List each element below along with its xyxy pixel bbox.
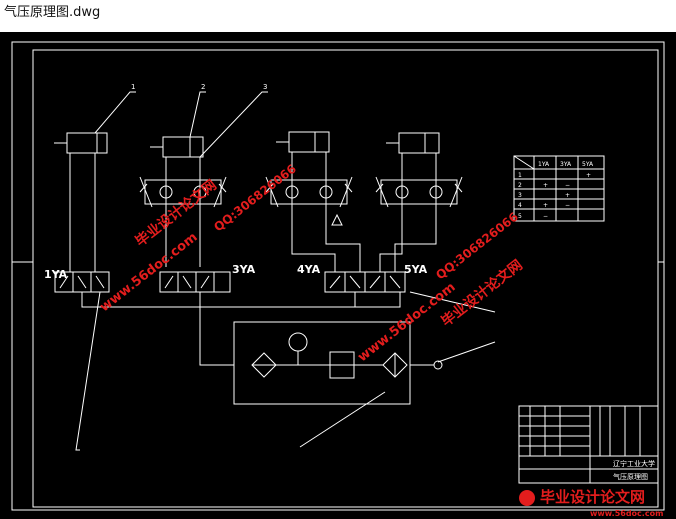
window-title: 气压原理图.dwg — [4, 5, 101, 20]
pneumatic-diagram: 1YA 3YA 4YA 5YA 1 2 3 1YA 3YA 5YA 1 + 2 … — [11, 41, 665, 518]
watermark-qq: QQ:306826066 — [211, 162, 299, 235]
table-row-label: 3 — [518, 192, 522, 199]
table-cell: + — [586, 172, 591, 179]
flow-control-valves — [139, 176, 463, 226]
table-header-1: 1YA — [538, 161, 550, 168]
frl-unit — [233, 321, 443, 405]
table-cell: + — [543, 202, 548, 209]
label-1YA: 1YA — [44, 268, 68, 281]
table-cell: − — [565, 202, 570, 209]
leader-number-3: 3 — [263, 83, 267, 91]
table-header-2: 3YA — [560, 161, 572, 168]
solenoid-state-table — [513, 155, 605, 222]
table-cell: + — [565, 192, 570, 199]
footer-url: www.56doc.com — [590, 509, 663, 518]
window-titlebar: 气压原理图.dwg — [0, 0, 676, 32]
table-row-label: 1 — [518, 172, 522, 179]
table-row-label: 5 — [518, 213, 522, 220]
cylinder-3 — [276, 131, 330, 227]
title-block-school: 辽宁工业大学 — [613, 459, 655, 468]
inner-border — [32, 49, 659, 508]
leader-number-1: 1 — [131, 83, 135, 91]
title-block — [518, 405, 659, 484]
label-4YA: 4YA — [297, 263, 321, 276]
cylinder-1 — [54, 132, 108, 272]
cad-drawing-canvas[interactable]: 1YA 3YA 4YA 5YA 1 2 3 1YA 3YA 5YA 1 + 2 … — [0, 32, 676, 519]
label-3YA: 3YA — [232, 263, 256, 276]
leader-3 — [199, 91, 268, 158]
title-block-drawing-name: 气压原理图 — [613, 472, 648, 481]
table-header-3: 5YA — [582, 161, 594, 168]
leader-number-2: 2 — [201, 83, 205, 91]
outer-border — [11, 41, 665, 511]
table-row-label: 2 — [518, 182, 522, 189]
table-cell: − — [543, 213, 548, 220]
footer-watermark: 毕业设计论文网 www.56doc.com — [519, 488, 663, 518]
valve-4YA-5YA — [324, 271, 406, 293]
footer-site-cn: 毕业设计论文网 — [540, 488, 645, 506]
cylinder-4 — [386, 132, 440, 227]
leader-2 — [189, 91, 206, 138]
valve-3YA — [159, 271, 231, 293]
watermark-right: 毕业设计论文网 www.56doc.com QQ:306826066 — [355, 210, 525, 366]
table-cell: − — [565, 182, 570, 189]
table-cell: + — [543, 182, 548, 189]
cylinder-2 — [150, 136, 204, 227]
leader-1 — [94, 91, 136, 134]
table-row-label: 4 — [518, 202, 522, 209]
site-logo-icon — [519, 490, 535, 506]
label-5YA: 5YA — [404, 263, 428, 276]
